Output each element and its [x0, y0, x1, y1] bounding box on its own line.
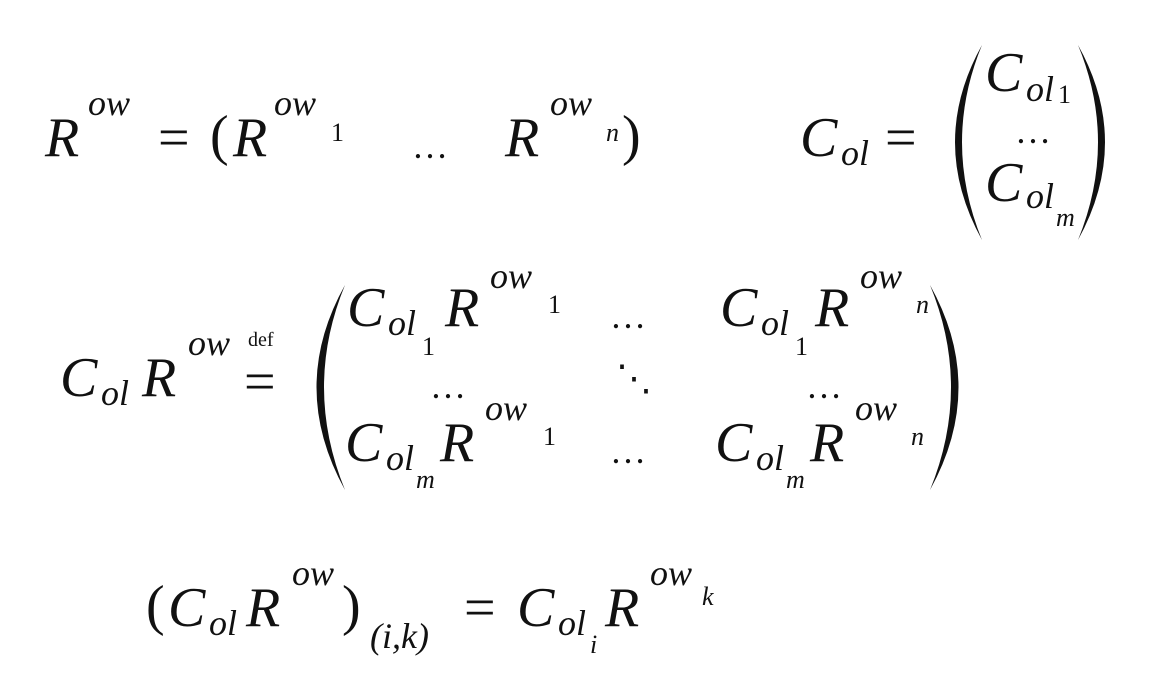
ellipsis: … — [1015, 111, 1051, 151]
index-subscript: 1 — [543, 422, 556, 451]
index-subscript: 1 — [548, 290, 561, 319]
row-symbol: R — [45, 107, 80, 169]
open-paren: ( — [210, 105, 229, 167]
index-subscript: k — [702, 582, 714, 611]
col-symbol: C — [517, 577, 555, 639]
index-subscript: i — [590, 630, 598, 659]
row-superscript: ow — [860, 256, 903, 296]
row-symbol: R — [605, 577, 640, 639]
row-superscript: ow — [88, 83, 131, 123]
product-right-paren — [930, 285, 959, 490]
col-subscript: ol — [388, 303, 417, 343]
equals-sign: = — [158, 107, 190, 169]
column-right-paren — [1078, 45, 1105, 240]
close-paren: ) — [342, 575, 361, 637]
col-subscript: ol — [761, 303, 790, 343]
col-subscript: ol — [209, 603, 238, 643]
equals-sign: = — [885, 107, 917, 169]
row-superscript: ow — [274, 83, 317, 123]
close-paren: ) — [622, 105, 641, 167]
ellipsis: … — [430, 366, 466, 406]
equals-sign: = — [244, 351, 276, 413]
index-subscript: 1 — [331, 118, 344, 147]
equals-sign: = — [464, 577, 496, 639]
col-symbol: C — [800, 107, 838, 169]
row-symbol: R — [233, 107, 268, 169]
row-symbol: R — [810, 412, 845, 474]
col-symbol: C — [168, 577, 206, 639]
col-symbol: C — [985, 42, 1023, 104]
index-subscript: m — [786, 465, 805, 494]
row-superscript: ow — [292, 553, 335, 593]
index-subscript: m — [416, 465, 435, 494]
row-superscript: ow — [650, 553, 693, 593]
row-symbol: R — [505, 107, 540, 169]
index-subscript: n — [911, 422, 924, 451]
col-symbol: C — [985, 152, 1023, 214]
col-symbol: C — [60, 347, 98, 409]
row-symbol: R — [246, 577, 281, 639]
ellipsis: … — [412, 126, 448, 166]
col-subscript: ol — [1026, 69, 1055, 109]
diagonal-ellipsis: ⋱ — [616, 358, 652, 398]
col-subscript: ol — [756, 438, 785, 478]
col-subscript: ol — [101, 373, 130, 413]
index-subscript: 1 — [1058, 80, 1071, 109]
ellipsis: … — [610, 296, 646, 336]
col-symbol: C — [347, 277, 385, 339]
row-symbol: R — [440, 412, 475, 474]
index-subscript: n — [606, 118, 619, 147]
col-subscript: ol — [386, 438, 415, 478]
row-symbol: R — [815, 277, 850, 339]
col-subscript: ol — [1026, 176, 1055, 216]
row-symbol: R — [142, 347, 177, 409]
row-superscript: ow — [855, 388, 898, 428]
product-left-paren — [316, 285, 345, 490]
open-paren: ( — [146, 575, 165, 637]
ellipsis: … — [610, 431, 646, 471]
index-subscript: 1 — [422, 332, 435, 361]
row-superscript: ow — [188, 323, 231, 363]
col-symbol: C — [720, 277, 758, 339]
def-label: def — [248, 329, 274, 351]
row-superscript: ow — [550, 83, 593, 123]
col-subscript: ol — [841, 133, 870, 173]
col-subscript: ol — [558, 603, 587, 643]
col-symbol: C — [715, 412, 753, 474]
ellipsis: … — [806, 366, 842, 406]
index-subscript: 1 — [795, 332, 808, 361]
row-symbol: R — [445, 277, 480, 339]
row-superscript: ow — [490, 256, 533, 296]
index-subscript: (i,k) — [370, 616, 429, 656]
column-left-paren — [955, 45, 982, 240]
row-superscript: ow — [485, 388, 528, 428]
col-symbol: C — [345, 412, 383, 474]
index-subscript: n — [916, 290, 929, 319]
index-subscript: m — [1056, 203, 1075, 232]
